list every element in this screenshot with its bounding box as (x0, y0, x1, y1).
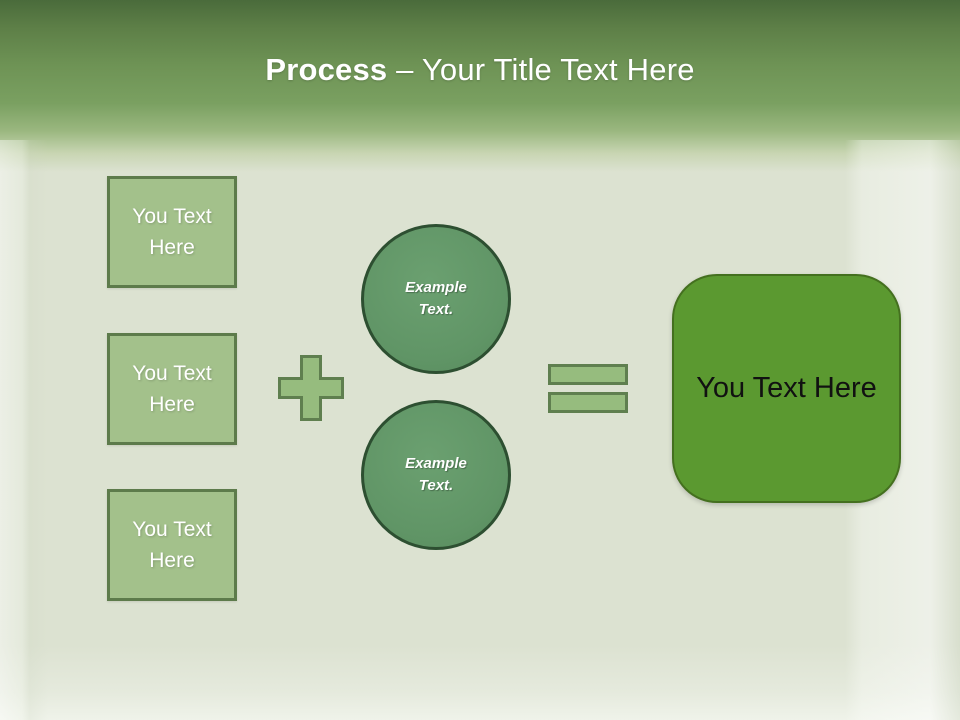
example-circle-1: Example Text. (361, 224, 511, 374)
input-box-3: You Text Here (107, 489, 237, 601)
result-box-label: You Text Here (696, 372, 877, 404)
equals-top-bar (548, 364, 628, 385)
equals-icon (548, 364, 628, 413)
title-subtitle: – Your Title Text Here (387, 52, 695, 87)
input-box-3-label: You Text Here (132, 517, 212, 572)
equals-bottom-bar (548, 392, 628, 413)
input-box-2-label: You Text Here (132, 361, 212, 416)
result-box: You Text Here (672, 274, 901, 503)
input-box-1: You Text Here (107, 176, 237, 288)
input-box-1-label: You Text Here (132, 204, 212, 259)
plus-icon (278, 355, 344, 421)
plus-icon-shape (278, 355, 344, 421)
input-box-2: You Text Here (107, 333, 237, 445)
example-circle-2: Example Text. (361, 400, 511, 550)
title-keyword: Process (265, 52, 388, 87)
example-circle-1-label: Example Text. (405, 278, 467, 319)
example-circle-2-label: Example Text. (405, 454, 467, 495)
slide-title: Process – Your Title Text Here (0, 52, 960, 88)
